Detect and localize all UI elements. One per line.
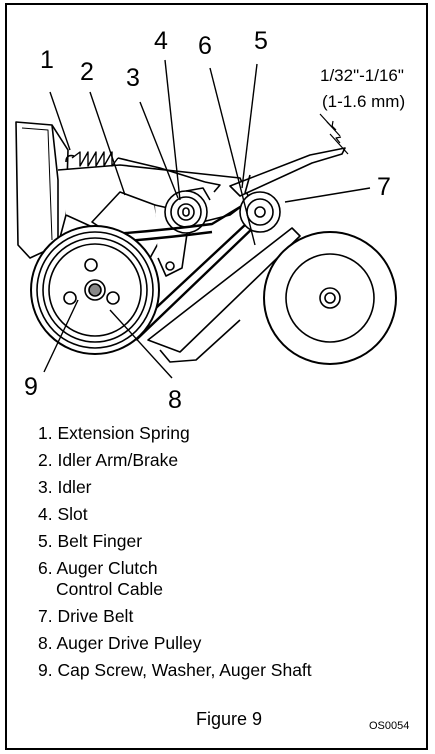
legend-item: 3. Idler [38, 477, 92, 497]
legend-item: 1. Extension Spring [38, 423, 190, 443]
legend-item: 4. Slot [38, 504, 88, 524]
callout-7: 7 [377, 173, 391, 201]
figure-code: OS0054 [369, 720, 410, 732]
callout-3: 3 [126, 64, 140, 92]
belt-guard [147, 227, 301, 353]
legend-item: 2. Idler Arm/Brake [38, 450, 179, 470]
legend-item: 5. Belt Finger [38, 531, 143, 551]
callout-2: 2 [80, 58, 94, 86]
legend-item: 7. Drive Belt [38, 606, 134, 626]
extension-spring [65, 151, 221, 193]
callout-6: 6 [198, 32, 212, 60]
callout-1: 1 [40, 46, 54, 74]
figure-caption: Figure 9 [196, 709, 263, 729]
callout-4: 4 [154, 27, 168, 55]
belt-assembly-drawing [15, 59, 397, 379]
auger-drive-pulley [30, 225, 160, 355]
dimension-inch: 1/32"-1/16" [320, 66, 404, 85]
parts-legend: 1. Extension Spring 2. Idler Arm/Brake 3… [38, 423, 312, 687]
figure-frame [5, 3, 428, 750]
callout-8: 8 [168, 386, 182, 414]
callout-5: 5 [254, 27, 268, 55]
leader-lines [43, 59, 371, 379]
belt-finger [229, 147, 346, 197]
legend-item: 8. Auger Drive Pulley [38, 633, 202, 653]
wheel [263, 231, 397, 365]
engine-drive-pulley [239, 191, 281, 233]
legend-item: 9. Cap Screw, Washer, Auger Shaft [38, 660, 312, 680]
gap-dimension-marks [319, 113, 349, 155]
callout-9: 9 [24, 373, 38, 401]
dimension-mm: (1-1.6 mm) [322, 92, 406, 111]
